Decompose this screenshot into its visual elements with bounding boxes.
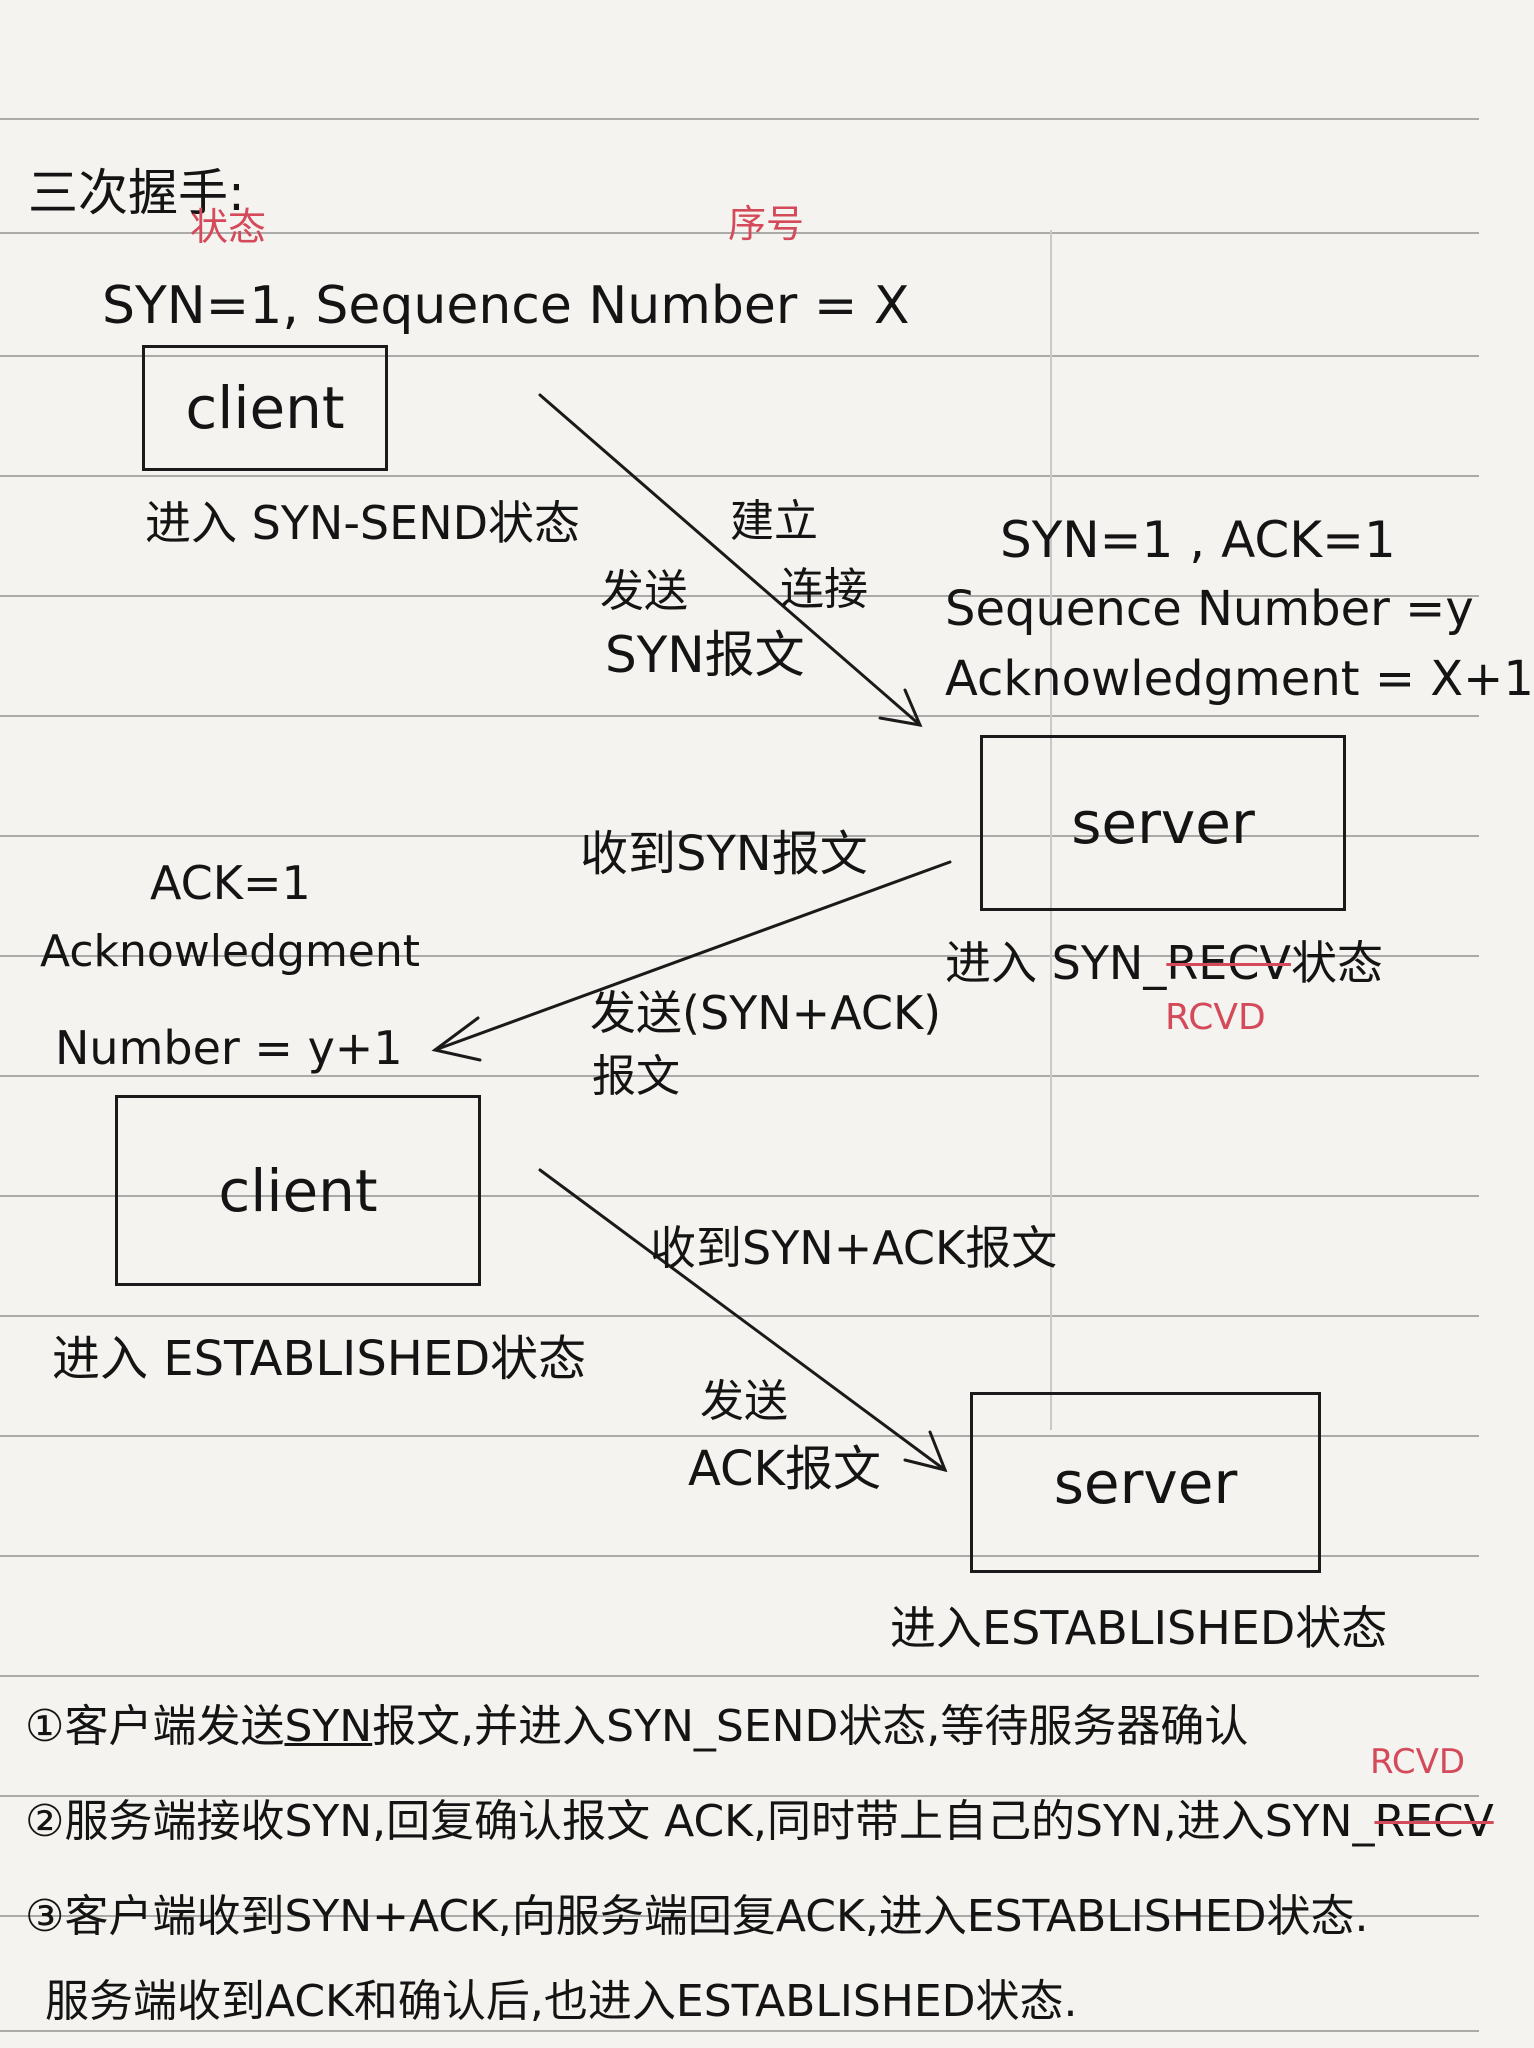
- server-state-2: 进入ESTABLISHED状态: [890, 1601, 1388, 1655]
- note-1-prefix: ①客户端发送: [25, 1701, 285, 1752]
- step3-send: 发送: [700, 1376, 788, 1427]
- client-state-1: 进入 SYN-SEND状态: [145, 496, 581, 550]
- client-label-2: client: [218, 1156, 378, 1225]
- annotation-seq: 序号: [728, 202, 805, 246]
- note-2: ②服务端接收SYN,回复确认报文 ACK,同时带上自己的SYN,进入SYN_RE…: [25, 1800, 1494, 1844]
- step3-send-msg: ACK报文: [688, 1441, 881, 1497]
- step1-send-msg: SYN报文: [605, 626, 805, 684]
- server-state-struck: RECV: [1166, 936, 1291, 990]
- server-box-2: server: [970, 1392, 1321, 1573]
- step1-connect: 连接: [780, 564, 868, 615]
- server-state-1: 进入 SYN_RECV状态: [945, 940, 1383, 986]
- annotation-rcvd-2: RCVD: [1370, 1742, 1466, 1782]
- page-title: 三次握手:: [28, 164, 245, 222]
- server-label-1: server: [1071, 789, 1255, 857]
- step2-ack-number: Number = y+1: [55, 1021, 403, 1075]
- client-label-1: client: [185, 374, 345, 442]
- step2-acknowledgment: Acknowledgment: [40, 926, 421, 977]
- note-1-syn: SYN: [284, 1701, 373, 1752]
- server-box-1: server: [980, 735, 1346, 911]
- step2-hdr-syn-ack: SYN=1 , ACK=1: [1000, 511, 1396, 569]
- server-state-suffix: 状态: [1290, 936, 1383, 990]
- arrow-syn: [538, 393, 922, 727]
- step2-ack: ACK=1: [150, 856, 311, 910]
- faint-margin-line: [1050, 230, 1052, 1430]
- note-2-main: ②服务端接收SYN,回复确认报文 ACK,同时带上自己的SYN,进入SYN_: [25, 1796, 1375, 1847]
- arrow-syn-head: [878, 688, 923, 727]
- step2-send-msg: 报文: [592, 1051, 680, 1102]
- step1-header: SYN=1, Sequence Number = X: [102, 276, 910, 336]
- step1-establish: 建立: [730, 496, 818, 547]
- arrow-syn-ack-head: [431, 1016, 482, 1062]
- annotation-state: 状态: [190, 205, 267, 249]
- note-2-struck: RECV: [1374, 1796, 1494, 1847]
- step3-recv: 收到SYN+ACK报文: [650, 1221, 1058, 1275]
- note-4: 服务端收到ACK和确认后,也进入ESTABLISHED状态.: [45, 1976, 1078, 2027]
- note-3: ③客户端收到SYN+ACK,向服务端回复ACK,进入ESTABLISHED状态.: [25, 1891, 1369, 1942]
- note-1-rest: 报文,并进入SYN_SEND状态,等待服务器确认: [372, 1701, 1249, 1752]
- step1-send: 发送: [600, 566, 688, 617]
- step2-recv: 收到SYN报文: [580, 826, 868, 882]
- step2-send: 发送(SYN+ACK): [590, 986, 942, 1040]
- step2-hdr-ack: Acknowledgment = X+1: [945, 651, 1534, 707]
- annotation-rcvd-1: RCVD: [1165, 997, 1266, 1038]
- server-state-prefix: 进入 SYN_: [945, 936, 1167, 990]
- arrow-ack-head: [903, 1430, 948, 1473]
- arrow-ack: [538, 1168, 947, 1472]
- step2-hdr-seq: Sequence Number =y: [945, 581, 1474, 637]
- server-label-2: server: [1053, 1448, 1238, 1517]
- client-box-2: client: [115, 1095, 481, 1286]
- arrow-syn-ack: [433, 860, 952, 1052]
- client-box-1: client: [142, 345, 388, 471]
- arrow-diagram: [431, 393, 952, 1473]
- note-1: ①客户端发送SYN报文,并进入SYN_SEND状态,等待服务器确认: [25, 1705, 1248, 1749]
- client-state-2: 进入 ESTABLISHED状态: [52, 1331, 587, 1387]
